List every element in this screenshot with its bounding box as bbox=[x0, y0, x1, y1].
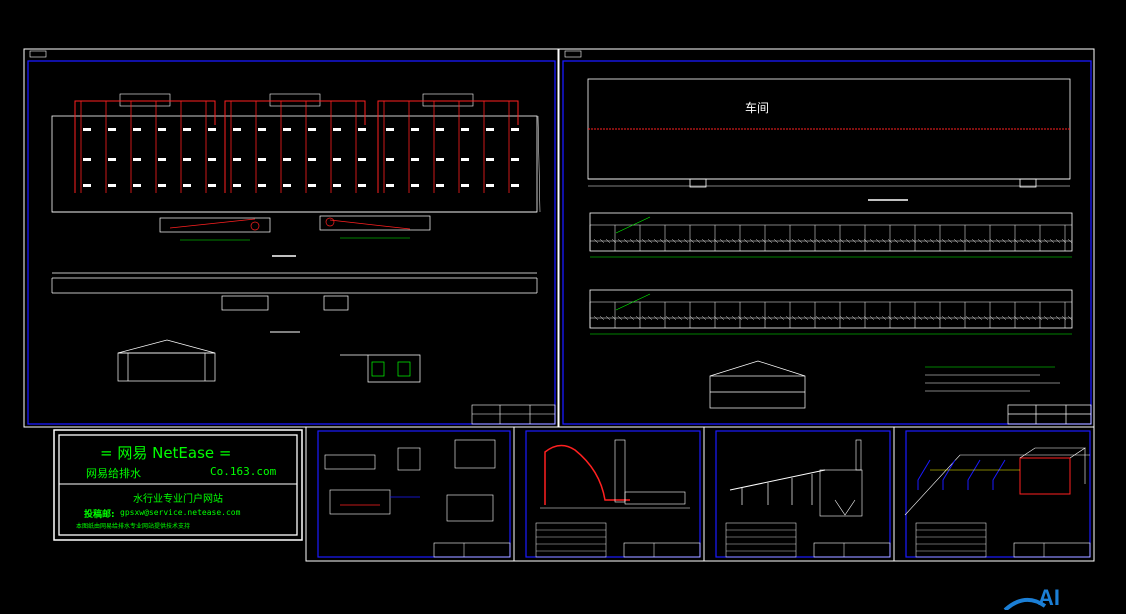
small-sheet-4[interactable] bbox=[893, 426, 1095, 562]
ai-watermark-icon: AI bbox=[1000, 580, 1080, 612]
room-label: 车间 bbox=[745, 101, 770, 115]
sheet-2-workshop[interactable] bbox=[558, 48, 1095, 428]
sheet-1-plan[interactable] bbox=[23, 48, 559, 428]
logo-tagline: 水行业专业门户网站 bbox=[133, 494, 223, 505]
small-sheet-2[interactable] bbox=[513, 426, 705, 562]
logo-subtitle-right: Co.163.com bbox=[210, 465, 277, 478]
logo-subtitle-left: 网易给排水 bbox=[86, 467, 141, 480]
logo-panel-frame bbox=[53, 429, 303, 541]
logo-title: = 网易 NetEase = bbox=[100, 444, 232, 462]
logo-contact-label: 投稿邮: bbox=[84, 510, 115, 520]
small-sheet-1[interactable] bbox=[305, 426, 515, 562]
logo-contact-email: gpsxw@service.netease.com bbox=[120, 508, 241, 517]
small-sheet-3[interactable] bbox=[703, 426, 895, 562]
logo-note: 本图纸由网易给排水专业网站提供技术支持 bbox=[76, 523, 191, 530]
svg-text:AI: AI bbox=[1038, 585, 1060, 610]
